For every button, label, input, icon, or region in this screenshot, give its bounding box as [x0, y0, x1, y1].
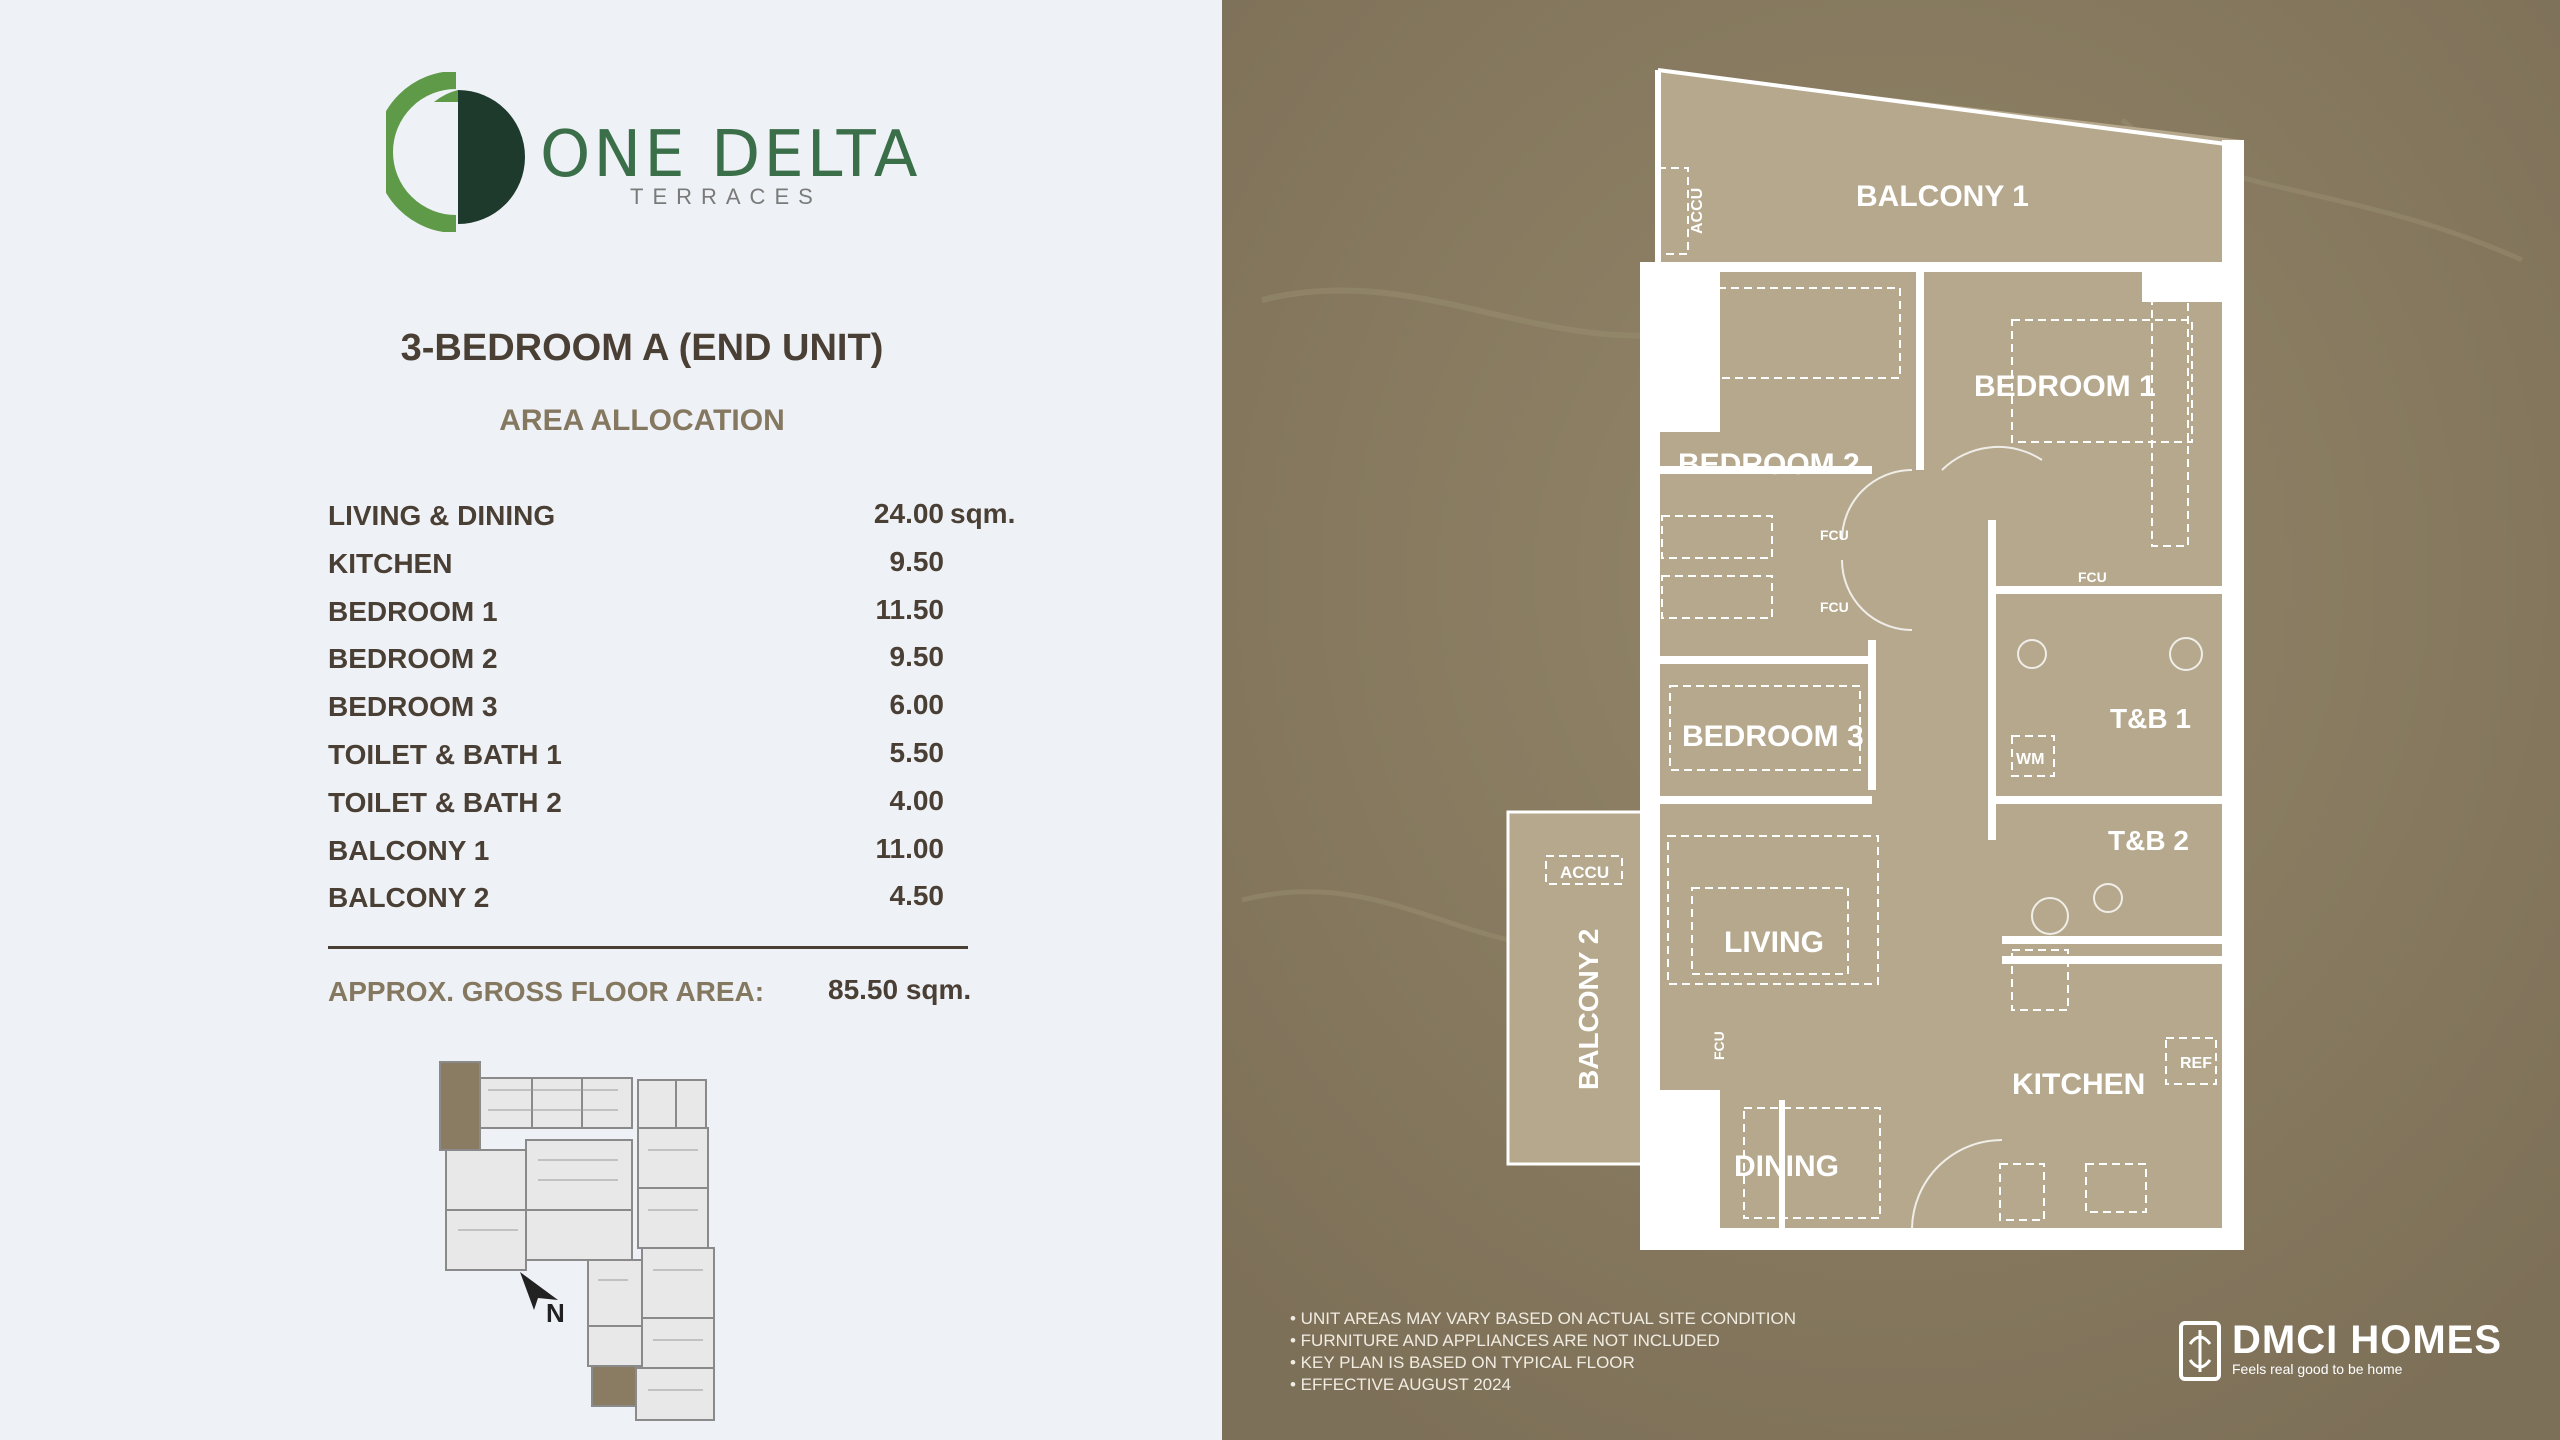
- room-label-bedroom-1: BEDROOM 1: [1974, 370, 2156, 403]
- room-label-tb-2: T&B 2: [2108, 825, 2189, 856]
- area-allocation-title: AREA ALLOCATION: [499, 404, 785, 437]
- room-label-balcony-2: BALCONY 2: [1573, 929, 1604, 1090]
- area-label: BEDROOM 3: [328, 691, 498, 723]
- area-label: LIVING & DINING: [328, 500, 556, 531]
- area-row: TOILET & BATH 2 4.00: [328, 781, 1068, 829]
- area-value: 4.50: [889, 880, 945, 912]
- area-value: 11.50: [875, 593, 944, 625]
- area-label: KITCHEN: [328, 547, 453, 579]
- north-label: N: [546, 1298, 565, 1328]
- area-value: 9.50: [889, 641, 945, 673]
- area-label: BEDROOM 1: [328, 595, 498, 627]
- dmci-brand: DMCI HOMES Feels real good to be home: [2179, 1318, 2502, 1381]
- logo-subtitle: TERRACES: [630, 184, 822, 209]
- area-row: BEDROOM 1 11.50: [328, 590, 1068, 638]
- one-delta-logo-icon: [386, 72, 525, 232]
- accu-label: ACCU: [1560, 863, 1609, 882]
- area-row: BALCONY 2 4.50: [328, 876, 1068, 924]
- area-row: BEDROOM 3 6.00: [328, 685, 1068, 733]
- area-value: 24.00: [873, 498, 944, 529]
- area-label: BALCONY 1: [328, 834, 490, 866]
- key-plan: N: [439, 1061, 715, 1421]
- fcu-label: FCU: [2078, 569, 2107, 585]
- area-label: BALCONY 2: [328, 882, 490, 914]
- room-label-dining: DINING: [1734, 1150, 1839, 1183]
- north-arrow-icon: [520, 1272, 558, 1310]
- area-row: BALCONY 1 11.00: [328, 829, 1068, 877]
- note-line: • EFFECTIVE AUGUST 2024: [1290, 1375, 1512, 1394]
- logo-name: ONE DELTA: [540, 118, 921, 192]
- floor-plan-panel: BALCONY 1 BEDROOM 1 BEDROOM 2 BEDROOM 3 …: [1222, 0, 2560, 1440]
- dmci-logo-icon: [2179, 1321, 2221, 1381]
- area-value: 11.00: [875, 832, 944, 864]
- area-value: 5.50: [889, 736, 945, 768]
- area-label: TOILET & BATH 1: [328, 738, 562, 770]
- unit-title: 3-BEDROOM A (END UNIT): [400, 327, 884, 369]
- accu-label: ACCU: [1689, 188, 1706, 234]
- fcu-label: FCU: [1711, 1031, 1727, 1060]
- fcu-label: FCU: [1820, 527, 1849, 543]
- note-line: • UNIT AREAS MAY VARY BASED ON ACTUAL SI…: [1290, 1309, 1796, 1328]
- disclaimer-notes: • UNIT AREAS MAY VARY BASED ON ACTUAL SI…: [1290, 1308, 1796, 1396]
- note-line: • KEY PLAN IS BASED ON TYPICAL FLOOR: [1290, 1353, 1635, 1372]
- ref-label: REF: [2180, 1055, 2212, 1072]
- area-row: BEDROOM 2 9.50: [328, 637, 1068, 685]
- area-value: 4.00: [889, 784, 945, 816]
- area-unit: sqm.: [950, 498, 1016, 529]
- area-label: BEDROOM 2: [328, 643, 498, 675]
- left-panel: ONE DELTA TERRACES 3-BEDROOM A (END UNIT…: [0, 0, 1222, 1440]
- note-line: • FURNITURE AND APPLIANCES ARE NOT INCLU…: [1290, 1331, 1720, 1350]
- room-label-bedroom-3: BEDROOM 3: [1682, 720, 1864, 753]
- room-label-kitchen: KITCHEN: [2012, 1068, 2145, 1101]
- area-value: 9.50: [889, 545, 945, 577]
- area-row: KITCHEN 9.50: [328, 542, 1068, 590]
- gross-floor-area-label: APPROX. GROSS FLOOR AREA:: [328, 976, 765, 1007]
- brand-tagline: Feels real good to be home: [2232, 1361, 2403, 1377]
- area-label: TOILET & BATH 2: [328, 786, 562, 818]
- gross-floor-area-value: 85.50 sqm.: [828, 974, 972, 1005]
- room-label-tb-1: T&B 1: [2110, 703, 2191, 734]
- floor-plan: BALCONY 1 BEDROOM 1 BEDROOM 2 BEDROOM 3 …: [1222, 0, 2560, 1440]
- brand-name: DMCI HOMES: [2232, 1318, 2502, 1362]
- fcu-label: FCU: [1820, 599, 1849, 615]
- room-label-balcony-1: BALCONY 1: [1856, 180, 2029, 213]
- wm-label: WM: [2016, 751, 2044, 768]
- divider: [328, 946, 968, 949]
- room-label-living: LIVING: [1724, 926, 1824, 959]
- area-row: TOILET & BATH 1 5.50: [328, 733, 1068, 781]
- room-label-bedroom-2: BEDROOM 2: [1678, 448, 1860, 481]
- area-value: 6.00: [889, 689, 945, 721]
